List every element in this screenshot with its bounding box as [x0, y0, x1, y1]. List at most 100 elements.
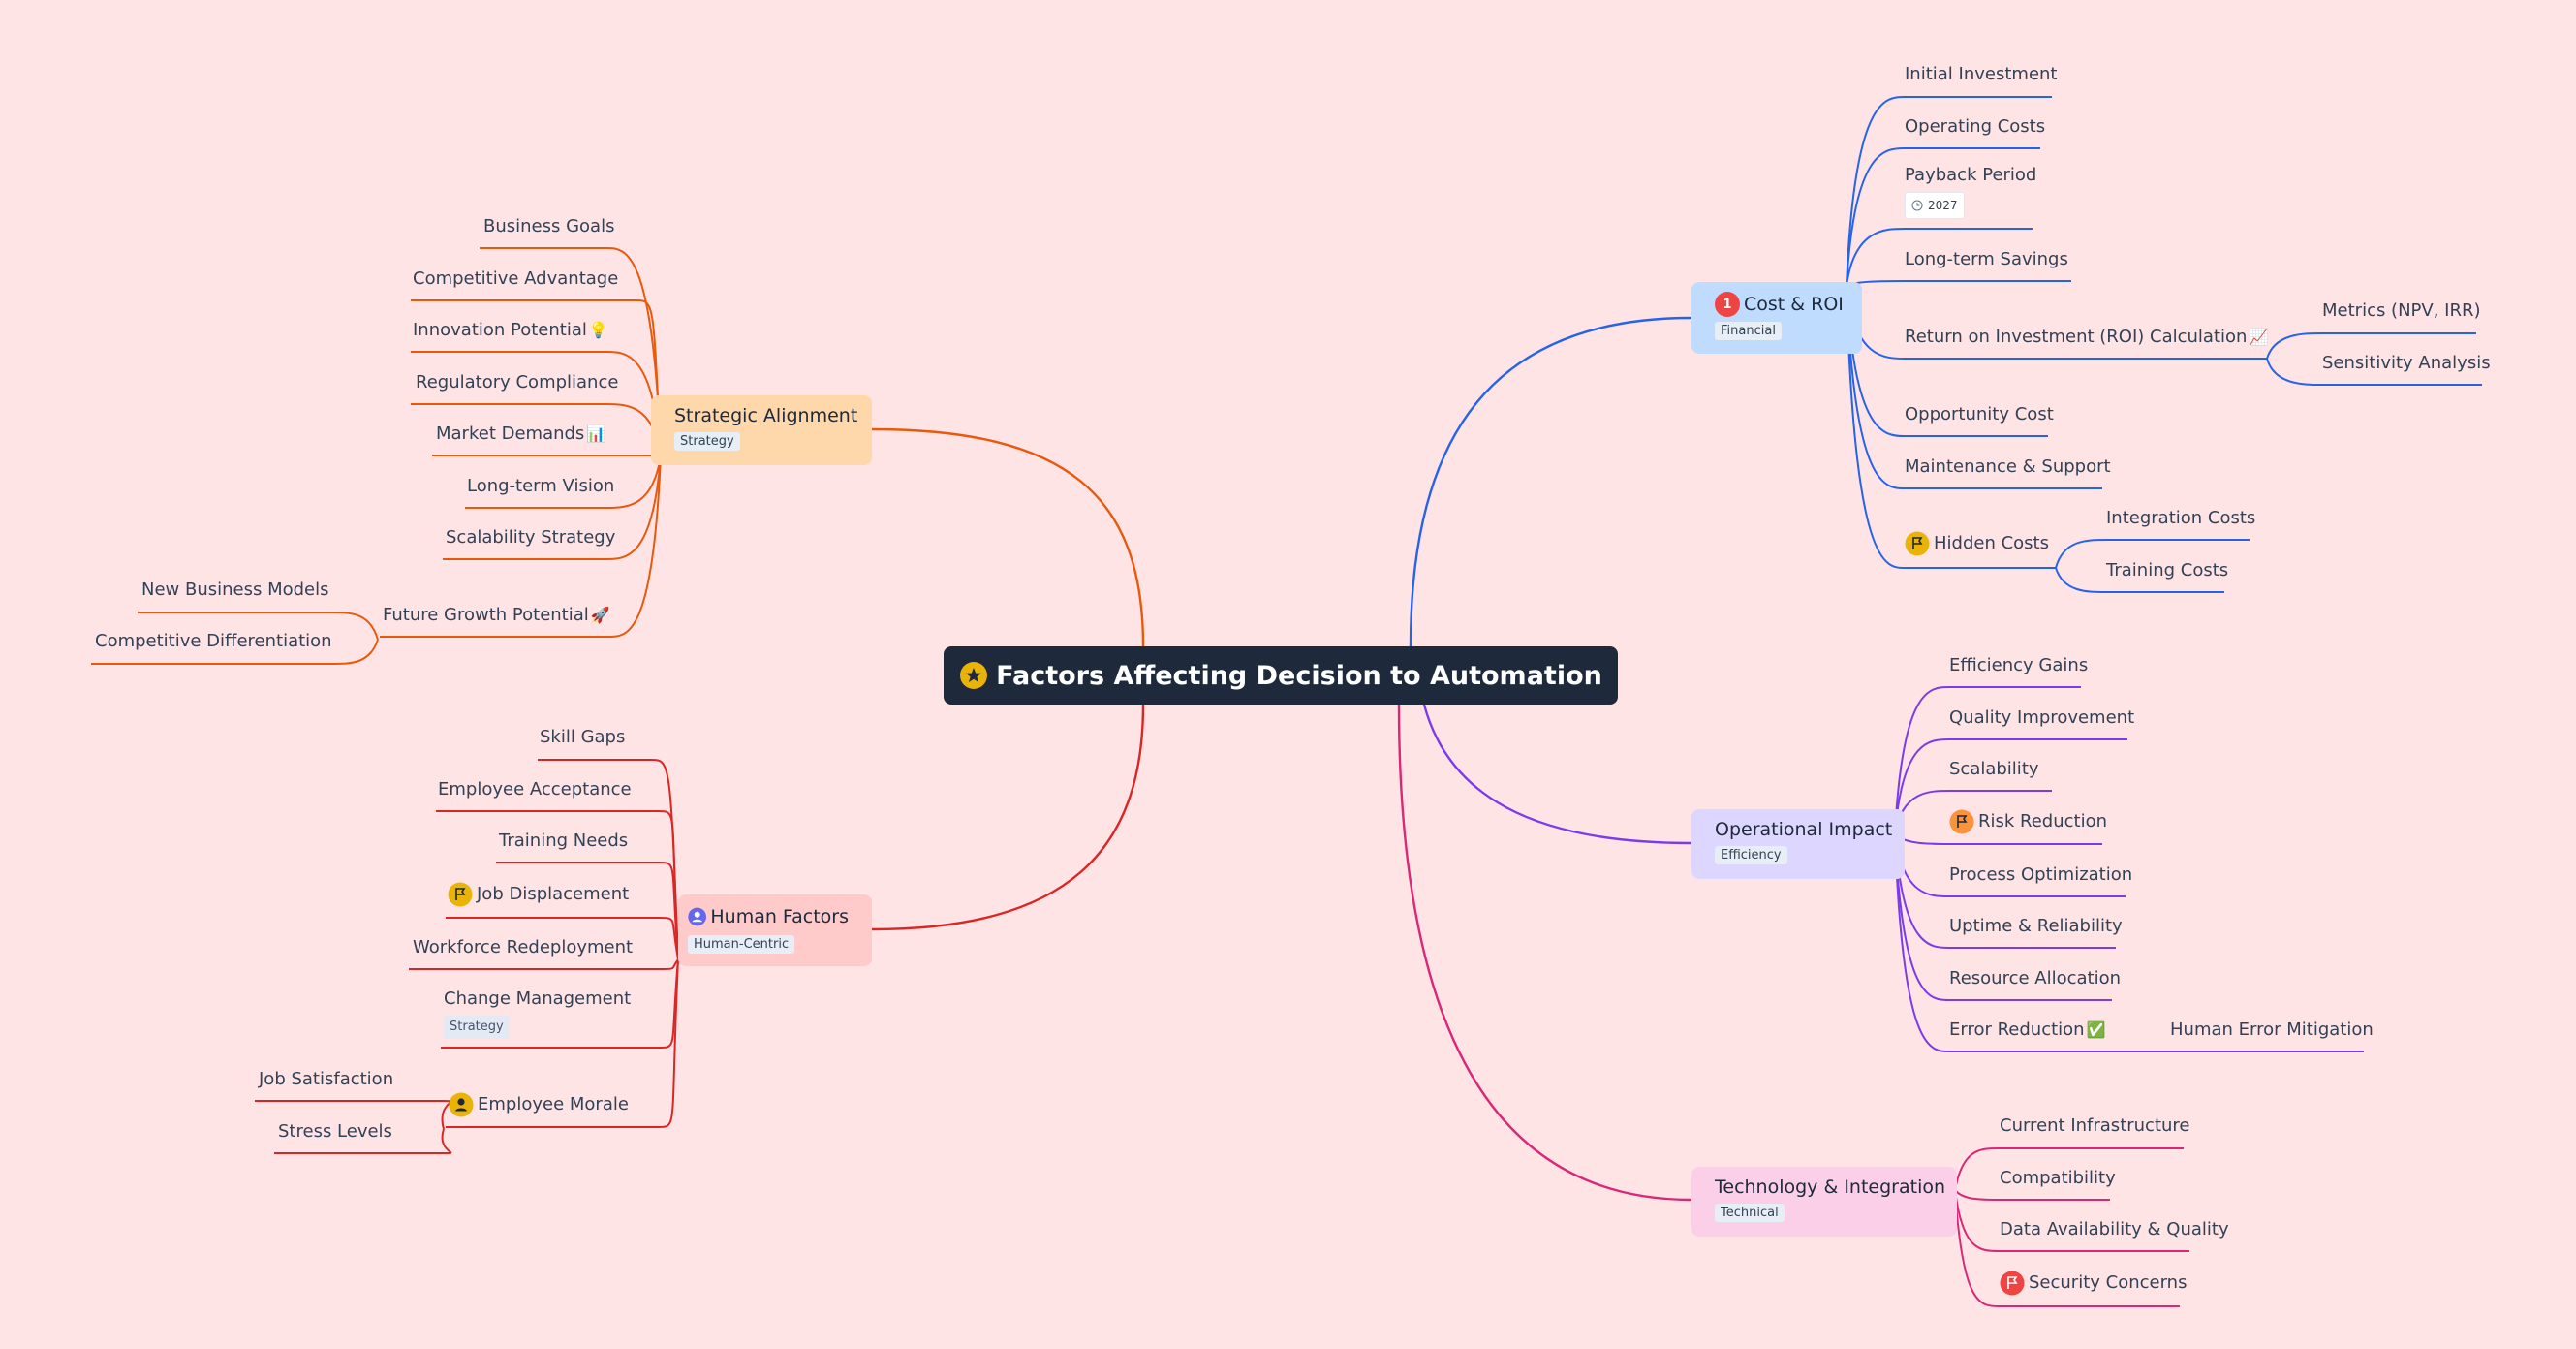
flag-icon [2000, 1271, 2025, 1296]
topic-cost-roi[interactable]: 1 Cost & ROI Financial [1691, 282, 1862, 354]
node-training-costs[interactable]: Training Costs [2106, 560, 2228, 581]
node-security-concerns[interactable]: Security Concerns [2000, 1271, 2187, 1296]
flag-icon [1905, 531, 1930, 556]
node-business-goals[interactable]: Business Goals [483, 216, 614, 237]
node-future-growth-potential[interactable]: Future Growth Potential🚀 [383, 605, 610, 626]
connector-line [380, 455, 662, 638]
node-long-term-savings[interactable]: Long-term Savings [1905, 249, 2068, 270]
topic-technology-integration[interactable]: Technology & Integration Technical [1691, 1167, 1957, 1237]
clock-icon [1911, 200, 1923, 211]
node-label: Security Concerns [2029, 1272, 2188, 1293]
connector-line [1954, 1189, 2180, 1307]
node-label: Future Growth Potential [383, 605, 589, 625]
node-job-satisfaction[interactable]: Job Satisfaction [259, 1069, 393, 1090]
node-label: Regulatory Compliance [416, 372, 619, 392]
node-new-business-models[interactable]: New Business Models [141, 580, 329, 601]
node-label: Current Infrastructure [2000, 1115, 2190, 1136]
node-sensitivity-analysis[interactable]: Sensitivity Analysis [2322, 353, 2491, 374]
node-label: Competitive Advantage [413, 268, 619, 289]
node-efficiency-gains[interactable]: Efficiency Gains [1949, 655, 2088, 676]
node-metrics-npv-irr[interactable]: Metrics (NPV, IRR) [2322, 300, 2481, 322]
topic-strategic-alignment[interactable]: Strategic Alignment Strategy [651, 395, 872, 465]
node-employee-acceptance[interactable]: Employee Acceptance [438, 779, 632, 800]
connector-line [1954, 1147, 2184, 1191]
node-error-reduction[interactable]: Error Reduction✅ [1949, 1020, 2106, 1041]
node-label: New Business Models [141, 580, 329, 600]
node-change-management[interactable]: Change Management Strategy [444, 988, 631, 1039]
node-process-optimization[interactable]: Process Optimization [1949, 864, 2132, 886]
central-topic[interactable]: Factors Affecting Decision to Automation [944, 646, 1618, 705]
node-label: Business Goals [483, 216, 615, 236]
connector-line [409, 958, 679, 970]
node-initial-investment[interactable]: Initial Investment [1905, 64, 2057, 85]
node-label: Competitive Differentiation [95, 631, 332, 651]
connector-line [1846, 228, 2033, 287]
connector-line [138, 612, 379, 641]
node-resource-allocation[interactable]: Resource Allocation [1949, 968, 2121, 989]
node-scalability-strategy[interactable]: Scalability Strategy [446, 527, 615, 549]
node-label: Process Optimization [1949, 864, 2133, 885]
connector-line [1894, 832, 2112, 1001]
star-icon [960, 662, 988, 689]
connector-line [91, 639, 379, 665]
topic-operational-impact[interactable]: Operational Impact Efficiency [1691, 809, 1905, 879]
node-label: Employee Morale [478, 1094, 629, 1114]
node-data-availability-quality[interactable]: Data Availability & Quality [2000, 1219, 2229, 1240]
node-regulatory-compliance[interactable]: Regulatory Compliance [416, 372, 618, 393]
topic-human-factors[interactable]: Human Factors Human-Centric [678, 894, 872, 966]
node-stress-levels[interactable]: Stress Levels [278, 1121, 392, 1143]
connector-line [1846, 147, 2040, 287]
node-label: Hidden Costs [1934, 533, 2049, 553]
node-label: Change Management [444, 988, 632, 1009]
node-human-error-mitigation[interactable]: Human Error Mitigation [2170, 1020, 2374, 1041]
node-competitive-advantage[interactable]: Competitive Advantage [413, 268, 618, 290]
connector-line [2055, 567, 2224, 593]
node-innovation-potential[interactable]: Innovation Potential💡 [413, 320, 608, 341]
node-label: Market Demands [436, 424, 585, 444]
branch-line-cost [1409, 316, 1692, 647]
user-icon [449, 1092, 474, 1117]
node-label: Workforce Redeployment [413, 937, 634, 957]
node-employee-morale[interactable]: Employee Morale [449, 1092, 629, 1117]
node-competitive-differentiation[interactable]: Competitive Differentiation [95, 631, 332, 652]
node-label: Training Needs [499, 831, 629, 851]
node-label: Opportunity Cost [1905, 404, 2054, 424]
node-compatibility[interactable]: Compatibility [2000, 1168, 2116, 1189]
node-label: Employee Acceptance [438, 779, 632, 800]
node-label: Initial Investment [1905, 64, 2058, 84]
node-scalability[interactable]: Scalability [1949, 759, 2039, 780]
node-label: Sensitivity Analysis [2322, 353, 2491, 373]
connector-line [1846, 285, 2102, 489]
node-label: Risk Reduction [1978, 811, 2108, 831]
node-opportunity-cost[interactable]: Opportunity Cost [1905, 404, 2054, 425]
topic-label: Strategic Alignment [674, 405, 858, 426]
node-operating-costs[interactable]: Operating Costs [1905, 116, 2045, 138]
node-skill-gaps[interactable]: Skill Gaps [540, 727, 625, 748]
node-roi-calculation[interactable]: Return on Investment (ROI) Calculation📈 [1905, 327, 2268, 348]
node-workforce-redeployment[interactable]: Workforce Redeployment [413, 937, 633, 958]
node-label: Training Costs [2106, 560, 2229, 580]
node-label: Long-term Savings [1905, 249, 2068, 269]
node-quality-improvement[interactable]: Quality Improvement [1949, 707, 2134, 729]
node-maintenance-support[interactable]: Maintenance & Support [1905, 456, 2111, 478]
connector-line [465, 455, 662, 509]
node-label: Integration Costs [2106, 508, 2256, 528]
node-integration-costs[interactable]: Integration Costs [2106, 508, 2255, 529]
node-uptime-reliability[interactable]: Uptime & Reliability [1949, 916, 2123, 937]
connector-line [1954, 1189, 2110, 1201]
connector-line [2266, 358, 2482, 386]
node-payback-period[interactable]: Payback Period 2027 [1905, 165, 2036, 219]
node-label: Resource Allocation [1949, 968, 2122, 988]
node-long-term-vision[interactable]: Long-term Vision [467, 476, 614, 497]
node-label: Payback Period [1905, 165, 2037, 185]
node-training-needs[interactable]: Training Needs [499, 831, 628, 852]
node-job-displacement[interactable]: Job Displacement [448, 882, 629, 907]
node-hidden-costs[interactable]: Hidden Costs [1905, 531, 2049, 556]
connector-line [274, 1128, 452, 1154]
tag-efficiency: Efficiency [1715, 846, 1787, 864]
node-current-infrastructure[interactable]: Current Infrastructure [2000, 1115, 2190, 1137]
node-market-demands[interactable]: Market Demands📊 [436, 424, 605, 445]
node-risk-reduction[interactable]: Risk Reduction [1949, 809, 2107, 834]
connector-line [2055, 539, 2250, 569]
